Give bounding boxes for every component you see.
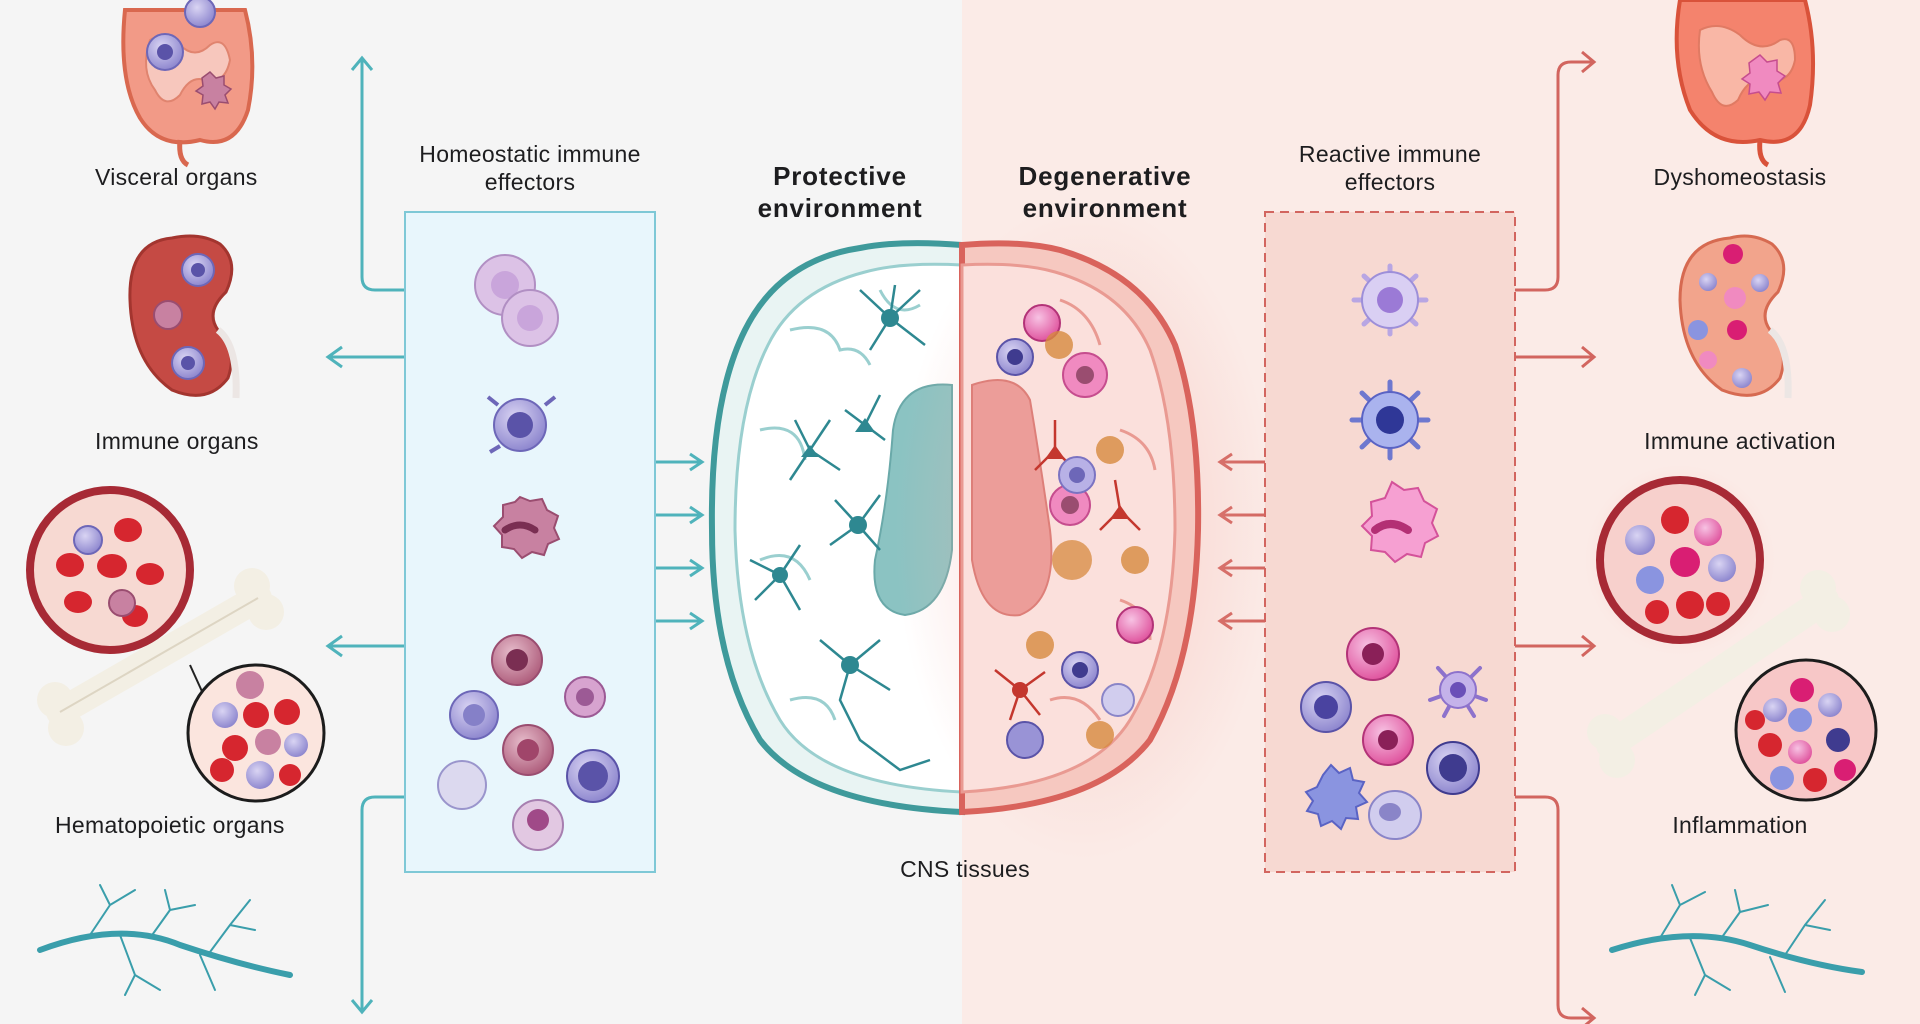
homeostatic-effectors-title: Homeostatic immune effectors [380, 140, 680, 196]
inflamed-lymphatic-vessel-icon [1609, 884, 1865, 996]
inflamed-intestine-icon [1674, 0, 1816, 168]
degenerative-environment-title-line1: Degenerative [1018, 161, 1192, 191]
blood-vessel-circle-icon [26, 486, 194, 654]
intestine-icon [121, 0, 255, 168]
immune-activation-label: Immune activation [1644, 428, 1836, 454]
cns-tissues-label: CNS tissues [900, 856, 1030, 882]
lymphatic-vessel-icon [37, 884, 293, 996]
protective-environment-title-line1: Protective [773, 161, 907, 191]
brain-degenerative-half [895, 200, 1275, 860]
bone-icon [37, 568, 284, 746]
visceral-organs-label: Visceral organs [95, 164, 258, 190]
reactive-effectors-title-line2: effectors [1344, 169, 1436, 195]
inflammation-label: Inflammation [1672, 812, 1808, 838]
degenerative-environment-title: Degenerative environment [995, 160, 1215, 224]
inflamed-kidney-icon [1678, 234, 1792, 399]
dyshomeostasis-label: Dyshomeostasis [1653, 164, 1827, 190]
kidney-icon [128, 234, 240, 399]
left-connector-arrows [325, 55, 705, 1015]
hematopoietic-organs-label: Hematopoietic organs [55, 812, 285, 838]
inflamed-bone-icon [1587, 570, 1850, 778]
homeostatic-effectors-title-line2: effectors [484, 169, 576, 195]
reactive-effectors-title-line1: Reactive immune [1298, 141, 1482, 167]
inflamed-bone-marrow-icon [1734, 658, 1878, 802]
inflamed-blood-vessel-icon [1585, 465, 1775, 655]
reactive-cells [1300, 263, 1488, 840]
protective-environment-title-line2: environment [757, 193, 923, 223]
bone-marrow-circle-icon [186, 663, 326, 803]
homeostatic-cells [437, 254, 620, 851]
reactive-effectors-title: Reactive immune effectors [1240, 140, 1540, 196]
homeostatic-effectors-title-line1: Homeostatic immune [419, 141, 641, 167]
immune-organs-label: Immune organs [95, 428, 259, 454]
degenerative-environment-title-line2: environment [1022, 193, 1188, 223]
protective-environment-title: Protective environment [735, 160, 945, 224]
